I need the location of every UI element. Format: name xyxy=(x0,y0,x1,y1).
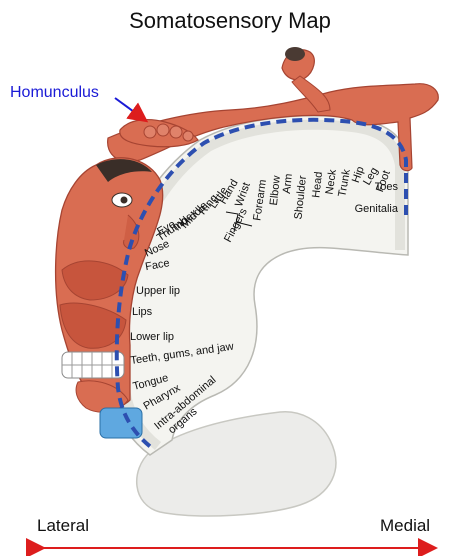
label-upper-lip: Upper lip xyxy=(136,285,180,297)
label-genitalia: Genitalia xyxy=(355,203,399,215)
lateral-label: Lateral xyxy=(37,516,89,536)
label-lips: Lips xyxy=(132,306,153,318)
homunculus-finger xyxy=(170,126,182,138)
homunculus-finger xyxy=(183,131,193,141)
label-lower-lip: Lower lip xyxy=(130,331,174,343)
label-arm: Arm xyxy=(281,173,295,194)
homunculus-label: Homunculus xyxy=(10,84,99,102)
homunculus-finger xyxy=(144,126,156,138)
homunculus-toes xyxy=(285,47,305,61)
medial-label: Medial xyxy=(380,516,430,536)
homunculus-finger xyxy=(157,124,169,136)
homunculus-pointer xyxy=(115,98,145,120)
homunculus-pupil xyxy=(121,197,128,204)
